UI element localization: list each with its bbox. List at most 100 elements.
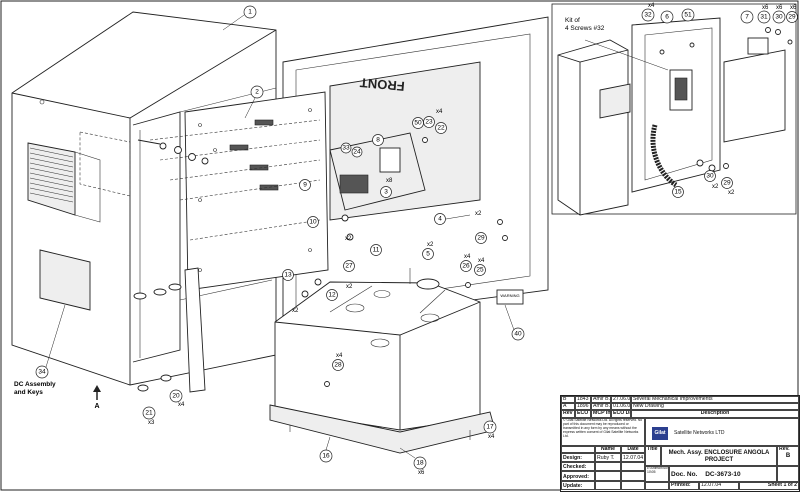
floor-hardware [133,283,182,392]
rev-a-desc: New Drawing [631,403,799,410]
design-label: Design: [561,453,595,462]
battery-pack [269,281,496,454]
file-path: c:\Shimon\Sivan\3673-10\05 [645,466,669,482]
qty-18: x6 [418,470,425,476]
svg-text:31: 31 [760,14,768,21]
rev-b: B [561,396,575,403]
docno-label: Doc. No. [671,471,698,478]
qty-13: x2 [292,308,299,314]
warning-plate-label: WARNING [500,293,519,298]
vent-louver [27,142,101,223]
balloon-20: 20 [169,389,183,403]
rev-value: B [785,452,791,459]
docno-value: DC-3673-10 [705,471,741,478]
svg-text:15: 15 [674,189,682,196]
balloon-11: 11 [370,244,382,256]
svg-text:A: A [94,403,99,410]
svg-text:3: 3 [384,189,388,196]
qty-27: x2 [346,284,353,290]
rev-b-eco: 1843 [575,396,591,403]
svg-text:40: 40 [514,331,522,338]
panel-screws [137,137,508,387]
svg-text:12: 12 [328,292,336,299]
balloon-5: 5 [422,248,434,260]
balloon-7: 7 [740,10,754,24]
balloon-34: 34 [35,304,66,379]
qty-17: x4 [488,434,495,440]
balloon-50: 50 [412,117,424,129]
rev-b-date: 27.06.04 [611,396,631,403]
svg-text:16: 16 [322,453,330,460]
balloon-18: 18 [399,447,427,470]
svg-text:22: 22 [437,125,445,132]
svg-text:17: 17 [486,424,494,431]
company-logo: Gilat [652,427,668,440]
svg-text:24: 24 [353,149,361,156]
balloon-16: 16 [319,436,333,463]
svg-text:6: 6 [665,14,669,21]
qty-29d: x2 [728,190,735,196]
svg-text:18: 18 [416,460,424,467]
qty-21: x3 [148,420,155,426]
rev-a: A [561,403,575,410]
sheet-number: Sheet 1 of 2 [739,482,799,490]
balloon-17: 17 [483,420,497,434]
svg-text:23: 23 [425,119,433,126]
qty-25: x4 [478,258,485,264]
mounting-panel [149,91,329,291]
svg-text:11: 11 [373,247,380,254]
svg-text:5: 5 [426,251,430,258]
balloon-4: 4 [434,213,471,225]
kit-label-line1: Kit of [565,17,580,24]
col-name: Name [595,446,621,453]
enclosure-body [11,11,277,386]
hdr-by: MCP Initiator [591,410,611,418]
balloon-51: 51 [681,8,695,22]
balloon-13: 13 [282,269,294,281]
svg-text:29: 29 [788,14,796,21]
balloon-40: 40 [504,304,525,341]
rev-a-by: Amir B. [591,403,611,410]
svg-text:26: 26 [462,263,470,270]
qty-31: x6 [762,5,769,11]
dc-assembly-line2: and Keys [14,389,43,396]
balloon-21: 21 [142,406,156,420]
balloon-26: 26 [460,260,472,272]
svg-text:34: 34 [38,369,46,376]
balloon-3: 3 [380,186,392,198]
balloon-23: 23 [423,116,435,128]
svg-text:20: 20 [172,393,180,400]
svg-text:27: 27 [345,263,353,270]
svg-text:51: 51 [684,12,692,19]
copyright-note: © Gilat Satellite Networks Ltd. All righ… [561,418,645,446]
balloon-30: 30 [704,170,716,182]
balloon-9: 9 [299,179,311,191]
printed-label: Printed: [669,482,699,490]
svg-text:4: 4 [438,216,442,223]
svg-text:8: 8 [376,137,380,144]
qty-5: x2 [427,242,434,248]
svg-text:50: 50 [414,120,422,127]
balloon-29: 29 [475,232,487,244]
hdr-eco: ECO No [575,410,591,418]
svg-text:29: 29 [477,235,485,242]
rev-cell: Rev. B [777,446,799,466]
qty-29: x6 [790,5,797,11]
balloon-15: 15 [672,186,684,198]
qty-20: x4 [178,402,185,408]
printed-value: 12.07.04 [699,482,739,490]
qty-30d: x2 [712,184,719,190]
checked-label: Checked: [561,462,595,471]
balloon-2: 2 [244,85,264,119]
approved-label: Approved: [561,471,595,481]
title-block: B 1843 Amir B. 27.06.04 Several Mechanic… [560,395,800,492]
qty-28: x4 [336,353,343,359]
balloon-12: 12 [326,289,338,301]
svg-text:30: 30 [706,173,714,180]
company-cell: Gilat Satellite Networks LTD [645,418,799,446]
design-date: 12.07.04 [621,453,645,462]
col-date: Date [621,446,645,453]
